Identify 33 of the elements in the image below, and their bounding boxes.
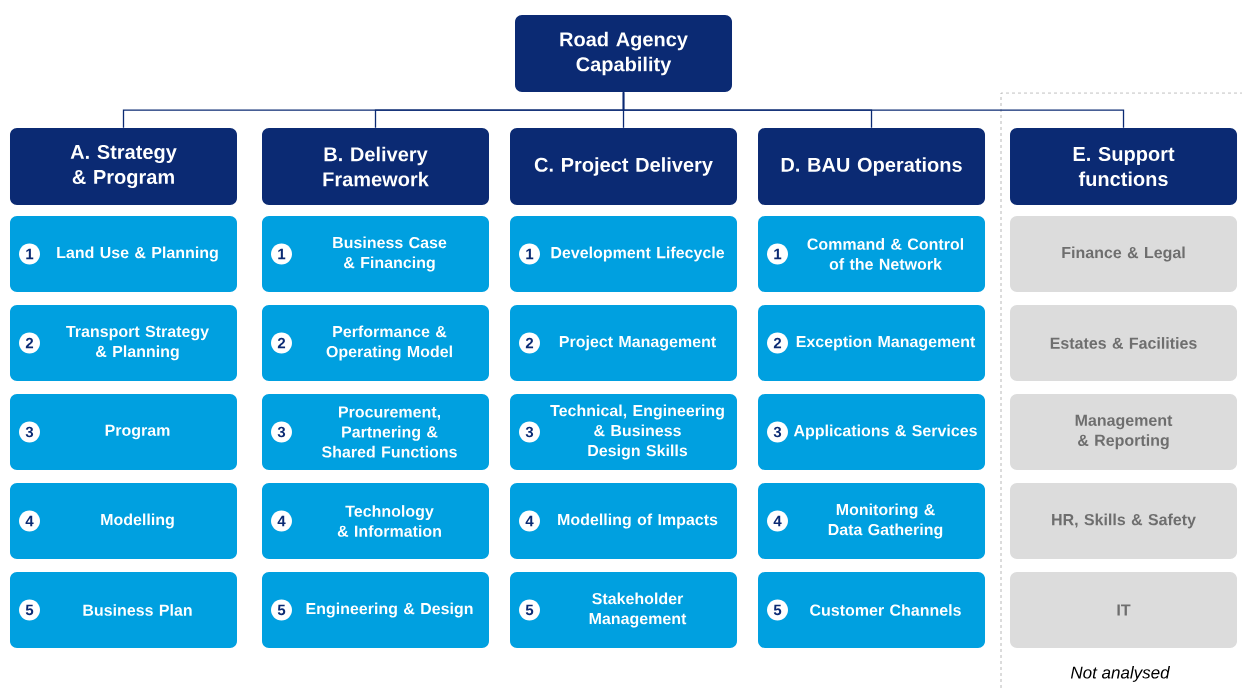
root-box: Road Agency Capability: [515, 15, 732, 92]
capability-box: Estates & Facilities: [1010, 305, 1237, 381]
number-badge: 2: [767, 332, 788, 354]
number-badge: 5: [271, 599, 292, 621]
number-badge: 4: [19, 510, 40, 532]
number-badge: 5: [19, 599, 40, 621]
capability-box: Management & Reporting: [1010, 394, 1237, 470]
number-badge: 2: [519, 332, 540, 354]
connector-line: [622, 91, 1125, 129]
number-badge: 5: [519, 599, 540, 621]
number-badge: 4: [767, 510, 788, 532]
capability-box: Finance & Legal: [1010, 216, 1237, 292]
number-badge: 1: [19, 243, 40, 265]
number-badge: 1: [519, 243, 540, 265]
number-badge: 4: [519, 510, 540, 532]
number-badge: 5: [767, 599, 788, 621]
number-badge: 4: [271, 510, 292, 532]
header-box: C. Project Delivery: [510, 128, 737, 205]
number-badge: 1: [271, 243, 292, 265]
number-badge: 2: [271, 332, 292, 354]
header-box: A. Strategy & Program: [10, 128, 237, 205]
number-badge: 3: [519, 421, 540, 443]
note-text: Not analysed: [1070, 666, 1171, 682]
number-badge: 3: [271, 421, 292, 443]
header-box: D. BAU Operations: [758, 128, 985, 205]
capability-box: IT: [1010, 572, 1237, 648]
number-badge: 1: [767, 243, 788, 265]
header-box: B. Delivery Framework: [262, 128, 489, 205]
number-badge: 3: [19, 421, 40, 443]
number-badge: 3: [767, 421, 788, 443]
capability-box: HR, Skills & Safety: [1010, 483, 1237, 559]
header-box: E. Support functions: [1010, 128, 1237, 205]
number-badge: 2: [19, 332, 40, 354]
